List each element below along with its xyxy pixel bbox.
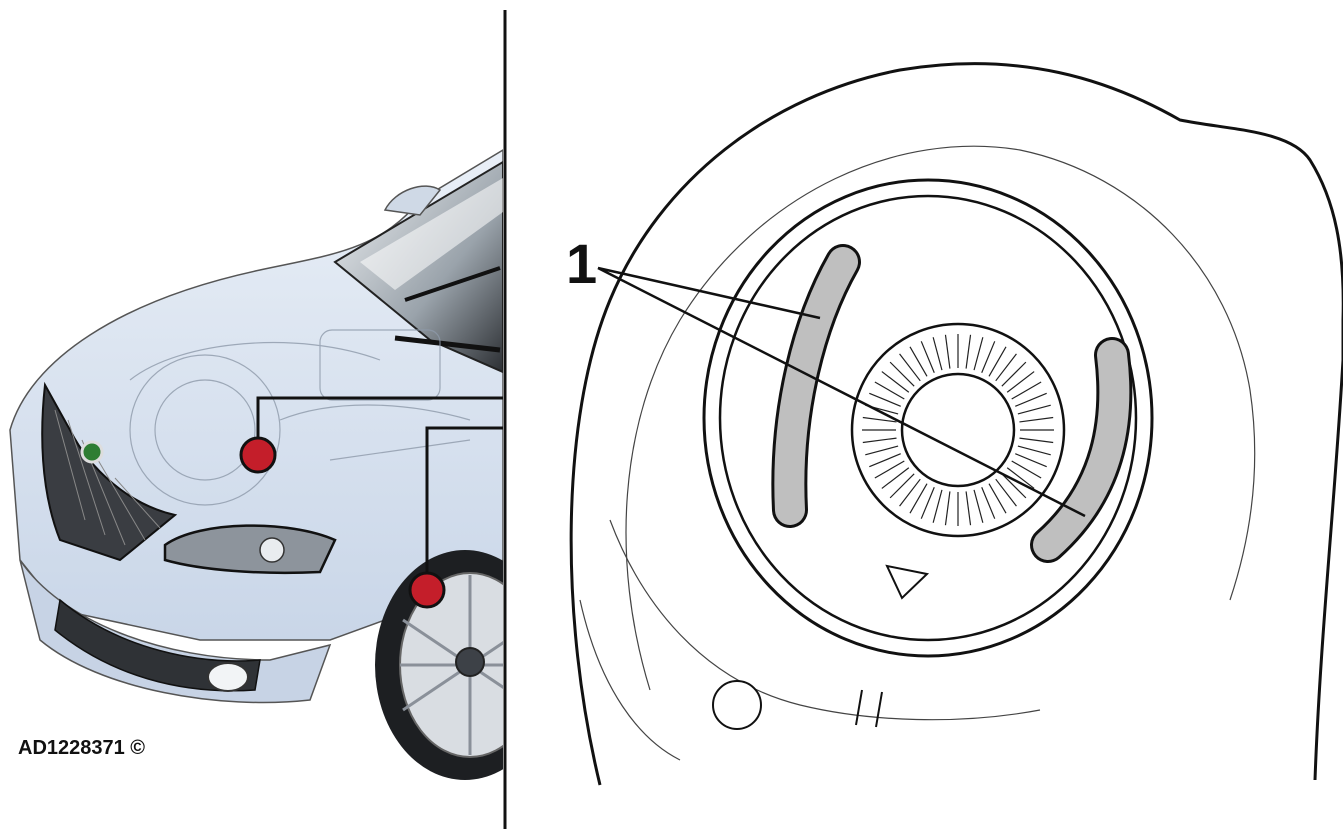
bearing-tick	[862, 416, 897, 423]
bearing-tick	[1019, 416, 1054, 423]
bearing-tick	[973, 489, 984, 523]
bearing-tick	[874, 381, 905, 400]
bearing-tick	[932, 489, 943, 523]
housing-lower-curve	[609, 519, 1041, 721]
bearing-center-hole	[900, 372, 1016, 488]
direction-arrow-icon	[885, 564, 930, 600]
lower-intake	[54, 598, 261, 692]
bearing-tick	[862, 437, 897, 444]
bearing-tick	[944, 491, 951, 526]
strut-mount-detail: 1	[566, 62, 1343, 786]
callout-number: 1	[566, 232, 597, 295]
bearing-tick	[920, 341, 935, 373]
callout-leader-to-left-slot	[597, 266, 821, 320]
alignment-mark-1	[855, 689, 863, 726]
callout-leader-to-right-slot	[597, 266, 1086, 518]
bearing-tick	[889, 361, 915, 387]
bearing-tick	[1006, 371, 1035, 393]
wiper-left	[394, 335, 501, 353]
bearing-tick	[1017, 404, 1051, 415]
headlight-lens	[259, 537, 285, 563]
bearing-tick	[889, 473, 915, 499]
car-mirror	[383, 185, 442, 216]
bearing-tick	[1006, 467, 1035, 489]
bearing-tick	[981, 487, 996, 519]
brand-logo-icon	[80, 440, 104, 464]
front-wheel	[375, 550, 503, 780]
bearing-tick	[1001, 361, 1027, 387]
bearing-tick	[1017, 445, 1051, 456]
housing-hole	[712, 680, 762, 730]
mounting-slot-left-fill	[774, 247, 858, 525]
bearing-tick	[1015, 453, 1047, 468]
wiper-right	[404, 266, 501, 302]
bearing-tick	[869, 453, 901, 468]
housing-inner-outline	[625, 145, 1256, 691]
bearing-tick	[1019, 437, 1054, 444]
bearing-tick	[1011, 460, 1042, 479]
bearing-serrations	[862, 334, 1054, 526]
strut-mount-marker-right	[408, 571, 446, 609]
bearing-tick	[899, 478, 921, 507]
windshield-highlight	[360, 178, 503, 290]
engine-ghost	[129, 329, 471, 506]
callout-line-upper	[256, 396, 503, 455]
car-illustration	[9, 149, 503, 780]
bearing-tick	[944, 334, 951, 369]
alignment-mark-2	[875, 691, 883, 728]
housing-left-ridge	[579, 599, 681, 761]
bearing-tick	[909, 483, 928, 514]
bearing-tick	[865, 445, 899, 456]
bearing-tick	[1015, 392, 1047, 407]
bearing-tick	[874, 460, 905, 479]
bearing-tick	[899, 353, 921, 382]
bearing-tick	[965, 334, 972, 369]
bearing-tick	[995, 353, 1017, 382]
strut-mount-marker-left	[239, 436, 277, 474]
bearing-tick	[973, 337, 984, 371]
bearing-tick	[932, 337, 943, 371]
grille-slats	[54, 409, 161, 546]
mount-inner-ring	[718, 194, 1138, 642]
bearing-tick	[988, 346, 1007, 377]
bearing-tick	[995, 478, 1017, 507]
callout-line-lower	[425, 426, 503, 590]
fog-light	[207, 662, 249, 692]
bearing-tick	[1011, 381, 1042, 400]
car-headlight	[163, 524, 337, 575]
wheel-housing-outline	[569, 62, 1343, 786]
bearing-tick	[965, 491, 972, 526]
bearing-tick	[881, 467, 910, 489]
bearing-tick	[909, 346, 928, 377]
bearing-tick	[920, 487, 935, 519]
bearing-tick	[1001, 473, 1027, 499]
bearing-tick	[981, 341, 996, 373]
document-code: AD1228371 ©	[18, 737, 145, 759]
mounting-slot-right-fill	[1033, 340, 1130, 560]
bearing-tick	[988, 483, 1007, 514]
bearing-tick	[881, 371, 910, 393]
bearing-tick	[869, 392, 901, 407]
